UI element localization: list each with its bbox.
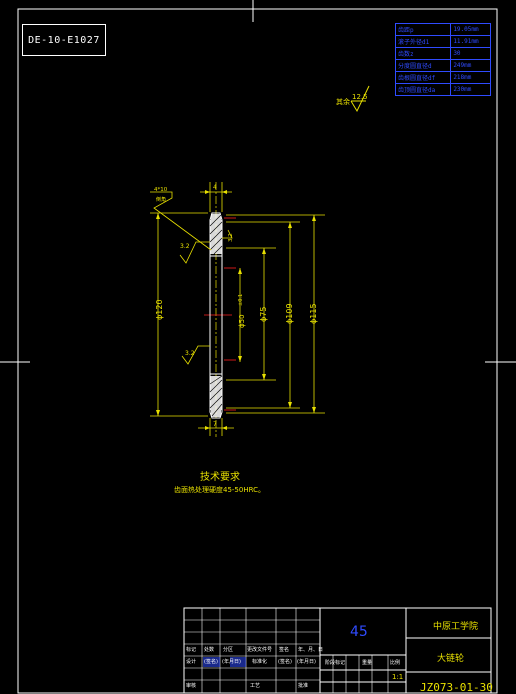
roughness-symbol-general: 其余 12.5 <box>336 85 370 113</box>
title-block-blue-cells <box>203 657 246 667</box>
tb-label-date: 年、月、日 <box>298 647 324 653</box>
part-name: 大链轮 <box>437 654 465 664</box>
param-value: 249mm <box>450 59 491 72</box>
tech-title: 技术要求 <box>200 470 240 483</box>
tb-label-scale: 比例 <box>390 660 401 666</box>
tb-label-standard-sign: (签名) <box>278 659 292 665</box>
title-block-left-grid <box>184 608 389 693</box>
dim-phi109: ϕ109 <box>285 303 294 324</box>
drawing-code: DE-10-E1027 <box>28 34 100 46</box>
param-name: 滚子外径d1 <box>394 35 452 48</box>
tb-label-design: 设计 <box>186 659 197 665</box>
scale-value: 1:1 <box>392 673 404 681</box>
dim-phi120: ϕ120 <box>155 299 164 320</box>
material-label: 45 <box>350 624 368 640</box>
technical-requirements: 技术要求 齿面热处理硬度45-50HRC。 <box>174 470 265 494</box>
param-name: 齿距p <box>394 23 452 36</box>
title-block <box>183 607 492 694</box>
tb-label-count: 处数 <box>204 647 215 653</box>
dimension-lines <box>150 182 325 436</box>
param-name: 齿顶圆直径da <box>394 83 452 96</box>
tb-label-design-sign: (签名) <box>204 659 218 665</box>
tb-label-zone: 分区 <box>223 647 234 653</box>
drawing-code-box: DE-10-E1027 <box>22 24 106 56</box>
tb-label-stage: 阶段标记 <box>325 660 346 666</box>
dim-ra-top: 3.2 <box>180 243 190 250</box>
param-value: 19.05mm <box>450 23 491 36</box>
tb-label-approve: 批准 <box>298 683 309 689</box>
tech-text: 齿面热处理硬度45-50HRC。 <box>174 485 265 494</box>
param-name: 分度圆直径d <box>394 59 452 72</box>
tb-label-standard: 标准化 <box>252 659 268 665</box>
dim-phi75: ϕ75 <box>259 307 268 322</box>
tb-label-design-date: (年月日) <box>222 659 241 665</box>
dim-ra-bottom: 3.2 <box>185 350 195 357</box>
param-value: 230mm <box>450 83 491 96</box>
tb-label-process: 工艺 <box>250 683 261 689</box>
dim-phi115: ϕ115 <box>309 303 318 324</box>
roughness-note: 其余 <box>336 97 350 106</box>
param-name: 齿数z <box>394 47 452 60</box>
tb-label-review: 审核 <box>186 683 197 689</box>
dim-chamfer-sub: 倒角 <box>156 196 166 203</box>
dim-bottom-width: 7 <box>213 421 217 428</box>
tb-label-mark: 标记 <box>186 647 197 653</box>
dim-phi50: ϕ50 <box>238 314 246 328</box>
param-value: 11.91mm <box>450 35 491 48</box>
tb-label-change-doc: 更改文件号 <box>247 647 273 653</box>
drawing-number: JZ073-01-30 <box>420 681 493 694</box>
roughness-value: 12.5 <box>352 93 368 101</box>
sprocket-section-view <box>204 182 236 437</box>
tb-label-sign: 签名 <box>279 647 290 653</box>
param-value: 30 <box>450 47 491 60</box>
param-value: 218mm <box>450 71 491 84</box>
school-name: 中原工学院 <box>433 622 479 632</box>
tb-label-standard-date: (年月日) <box>297 659 316 665</box>
dimension-texts: 4 4*10 倒角 3.2 3.2 3.2 ϕ120 ϕ50 ±0.1 ϕ75 … <box>154 184 318 428</box>
dimension-arrows <box>156 190 316 430</box>
dim-ra-right: 3.2 <box>228 233 234 242</box>
tb-label-weight: 重量 <box>362 660 373 666</box>
param-name: 齿根圆直径df <box>394 71 452 84</box>
dim-chamfer: 4*10 <box>154 187 168 193</box>
dim-phi50-tol: ±0.1 <box>238 294 244 306</box>
dim-hub-width: 4 <box>213 184 217 191</box>
